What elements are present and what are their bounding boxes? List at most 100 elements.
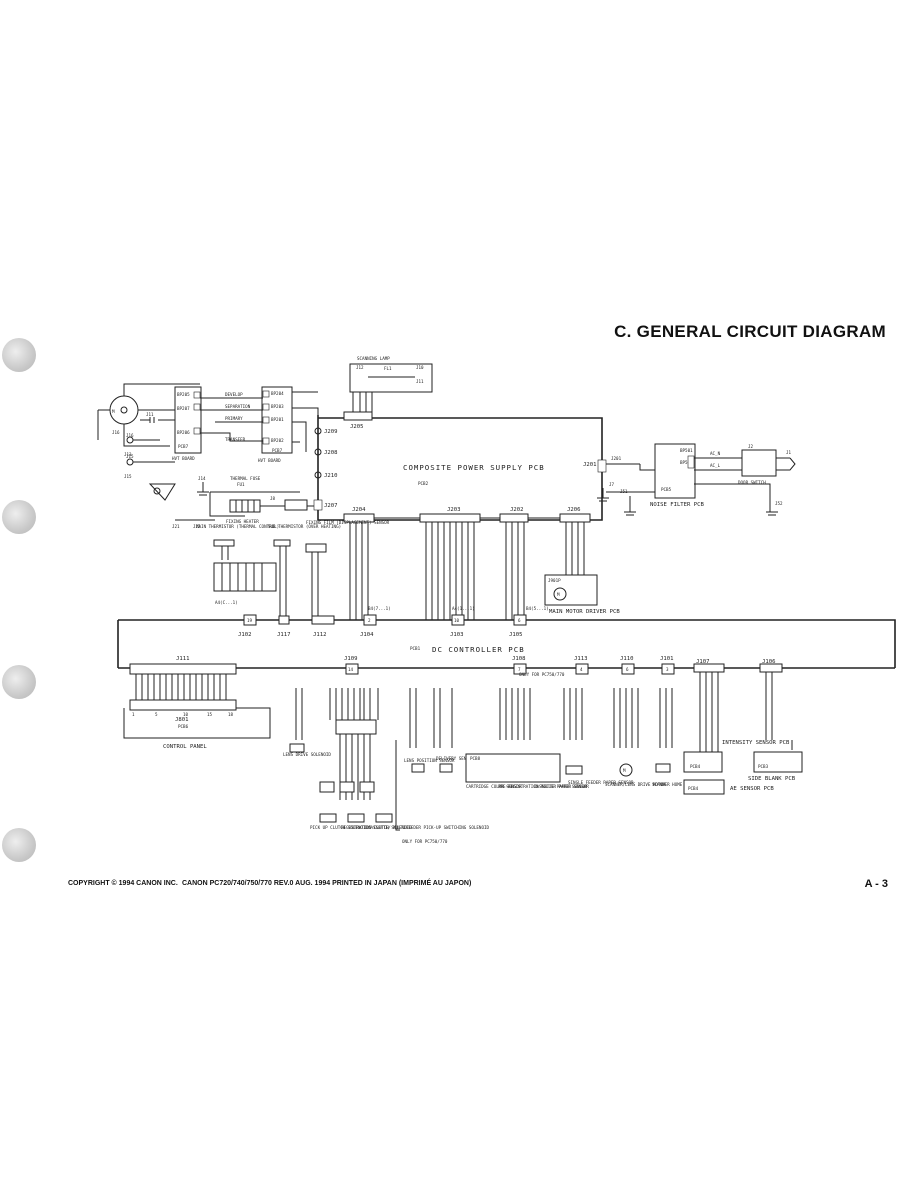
svg-text:BP206: BP206 bbox=[177, 430, 190, 435]
binder-hole-3 bbox=[2, 665, 36, 699]
composite-psu-group: COMPOSITE POWER SUPPLY PCB PCB2 J209 J20… bbox=[313, 411, 607, 523]
fl1-label: FL1 bbox=[384, 366, 392, 371]
dc-num-4: 6 bbox=[518, 618, 521, 623]
connector-j201: J201 bbox=[583, 462, 596, 468]
connector-j208: J208 bbox=[324, 450, 338, 456]
svg-text:18: 18 bbox=[228, 712, 234, 717]
ac-n-label: AC_N bbox=[710, 451, 721, 456]
connector-j15: J15 bbox=[124, 474, 132, 479]
svg-text:A4(C...1): A4(C...1) bbox=[215, 600, 238, 605]
hvt-board-right: BP204 BP203 BP201 BP202 PCB7 HVT BOARD D… bbox=[200, 386, 319, 463]
scanning-lamp-group: SCANNING LAMP FL1 J12 J10 J11 bbox=[349, 356, 433, 412]
ac-l-label: AC_L bbox=[710, 463, 721, 468]
connector-j8: J8 bbox=[270, 496, 276, 501]
cassette-feeder-label: CASSETTE/ MULTIFEEDER PICK-UP SWITCHING … bbox=[368, 825, 489, 830]
connector-j210: J210 bbox=[324, 473, 337, 479]
noise-filter-group: PCB5 NOISE FILTER PCB BP501 BP502 J201 J… bbox=[606, 443, 796, 516]
svg-text:A4(1...1): A4(1...1) bbox=[452, 606, 475, 611]
main-motor-driver: J901P M MAIN MOTOR DRIVER PCB bbox=[544, 574, 620, 615]
svg-text:BP207: BP207 bbox=[177, 406, 190, 411]
dc-controller-id: PCB1 bbox=[410, 646, 421, 651]
connector-j14: J14 bbox=[198, 476, 206, 481]
connector-j111: J111 bbox=[176, 656, 189, 662]
svg-text:M: M bbox=[557, 592, 560, 597]
hvt-signal-develop: DEVELOP bbox=[225, 392, 243, 397]
scanner-motor-label: SCANNER/LENS DRIVE MOTOR bbox=[605, 782, 666, 787]
connector-j113: J113 bbox=[574, 656, 587, 662]
registration-clutch-label: REGISTRATION CLUTCH SOLENOID bbox=[341, 825, 412, 830]
right-sensor-group: PCB4 PCB4 AE SENSOR PCB INTENSITY SENSOR… bbox=[683, 667, 895, 795]
dc-controller-label: DC CONTROLLER PCB bbox=[432, 645, 525, 654]
svg-text:1: 1 bbox=[132, 712, 135, 717]
hvt-signal-transfer: TRANSFER bbox=[225, 437, 246, 442]
dc-num-7: 4 bbox=[580, 667, 583, 672]
main-motor-label: MAIN MOTOR DRIVER PCB bbox=[549, 609, 620, 615]
svg-text:BP202: BP202 bbox=[271, 438, 284, 443]
sensor-group: LENS POSITION SENSOR DELIVERY SENSOR PCB… bbox=[404, 672, 723, 789]
hvt-board-right-label: HVT BOARD bbox=[258, 458, 281, 463]
connector-j202: J202 bbox=[510, 507, 523, 513]
fu1-label: FU1 bbox=[237, 482, 245, 487]
svg-text:BP501: BP501 bbox=[680, 448, 693, 453]
svg-text:BP204: BP204 bbox=[271, 391, 284, 396]
lens-position-sensor-label: LENS POSITION SENSOR bbox=[404, 758, 455, 763]
connector-j22: J22 bbox=[193, 524, 201, 529]
connector-j21: J21 bbox=[172, 524, 180, 529]
footer-revision: CANON PC720/740/750/770 REV.0 AUG. 1994 … bbox=[182, 880, 472, 887]
side-blank-label: SIDE BLANK PCB bbox=[748, 776, 796, 782]
connector-j110: J110 bbox=[620, 656, 633, 662]
connector-j104: J104 bbox=[360, 632, 374, 638]
thermistor-wiring: A4(C...1) bbox=[213, 539, 327, 620]
dc-num-5: 14 bbox=[348, 667, 354, 672]
hvt-signal-separation: SEPARATION bbox=[225, 404, 251, 409]
dc-num-3: 10 bbox=[454, 618, 460, 623]
svg-text:BP201: BP201 bbox=[271, 417, 284, 422]
svg-text:15: 15 bbox=[207, 712, 213, 717]
connector-j11: J11 bbox=[416, 379, 424, 384]
svg-text:B4(7...1): B4(7...1) bbox=[368, 606, 391, 611]
connector-j16: J16 bbox=[112, 430, 120, 435]
cassette-paper-label: CASSETTE PAPER SENSOR bbox=[534, 784, 587, 789]
main-motor-id: J901P bbox=[548, 578, 561, 583]
side-blank-id: PCB3 bbox=[758, 764, 769, 769]
svg-text:J201: J201 bbox=[611, 456, 622, 461]
delivery-sensor-label: DELIVERY SENSOR bbox=[436, 756, 474, 761]
connector-j52: J1 bbox=[786, 450, 792, 455]
single-feeder-label: SINGLE FEEDER PAPER SENSOR bbox=[568, 780, 634, 785]
svg-text:J16: J16 bbox=[126, 433, 134, 438]
noise-filter-label: NOISE FILTER PCB bbox=[650, 502, 705, 508]
dc-num-8: 6 bbox=[626, 667, 629, 672]
svg-text:J15: J15 bbox=[126, 454, 134, 459]
binder-hole-2 bbox=[2, 500, 36, 534]
pcb7-left: PCB7 bbox=[178, 444, 189, 449]
connector-j206: J206 bbox=[567, 507, 580, 513]
dc-num-2: 2 bbox=[368, 618, 371, 623]
svg-text:BP203: BP203 bbox=[271, 404, 284, 409]
connector-j1: J52 bbox=[775, 501, 783, 506]
dc-num-1: 19 bbox=[247, 618, 253, 623]
noise-filter-id: PCB5 bbox=[661, 487, 672, 492]
pcb7-right: PCB7 bbox=[272, 448, 283, 453]
intensity-sensor-label: INTENSITY SENSOR PCB bbox=[722, 740, 790, 746]
connector-j207: J207 bbox=[324, 503, 337, 509]
connector-j109: J109 bbox=[344, 656, 357, 662]
composite-psu-label: COMPOSITE POWER SUPPLY PCB bbox=[403, 463, 545, 472]
thermal-fuse-label: THERMAL FUSE bbox=[230, 476, 261, 481]
connector-j10: J10 bbox=[416, 365, 424, 370]
svg-text:M: M bbox=[623, 768, 626, 773]
fixing-film-sensor-label: FIXING FILM (DISPLACEMENT) SENSOR bbox=[306, 520, 390, 525]
page-title: C. GENERAL CIRCUIT DIAGRAM bbox=[614, 322, 886, 341]
connector-j2: J51 bbox=[620, 489, 628, 494]
connector-j102: J102 bbox=[238, 632, 251, 638]
connector-j13: J13 bbox=[124, 452, 132, 457]
dc-num-9: 3 bbox=[666, 667, 669, 672]
pickup-clutch-label: PICK UP CLUTCH SOLENOID bbox=[310, 825, 368, 830]
fixing-group: THERMAL FUSE FU1 FIXING HEATER J8 MAIN T… bbox=[148, 476, 390, 529]
only-for-740-label: ONLY FOR PC750/770 bbox=[519, 672, 565, 677]
svg-text:PCB4: PCB4 bbox=[688, 786, 699, 791]
connector-j7: J7 bbox=[609, 482, 615, 487]
ae-sensor-id: PCB4 bbox=[690, 764, 701, 769]
pre-registration-label: PRE-REGISTRATION ROLLER PAPER SENSOR bbox=[498, 784, 589, 789]
